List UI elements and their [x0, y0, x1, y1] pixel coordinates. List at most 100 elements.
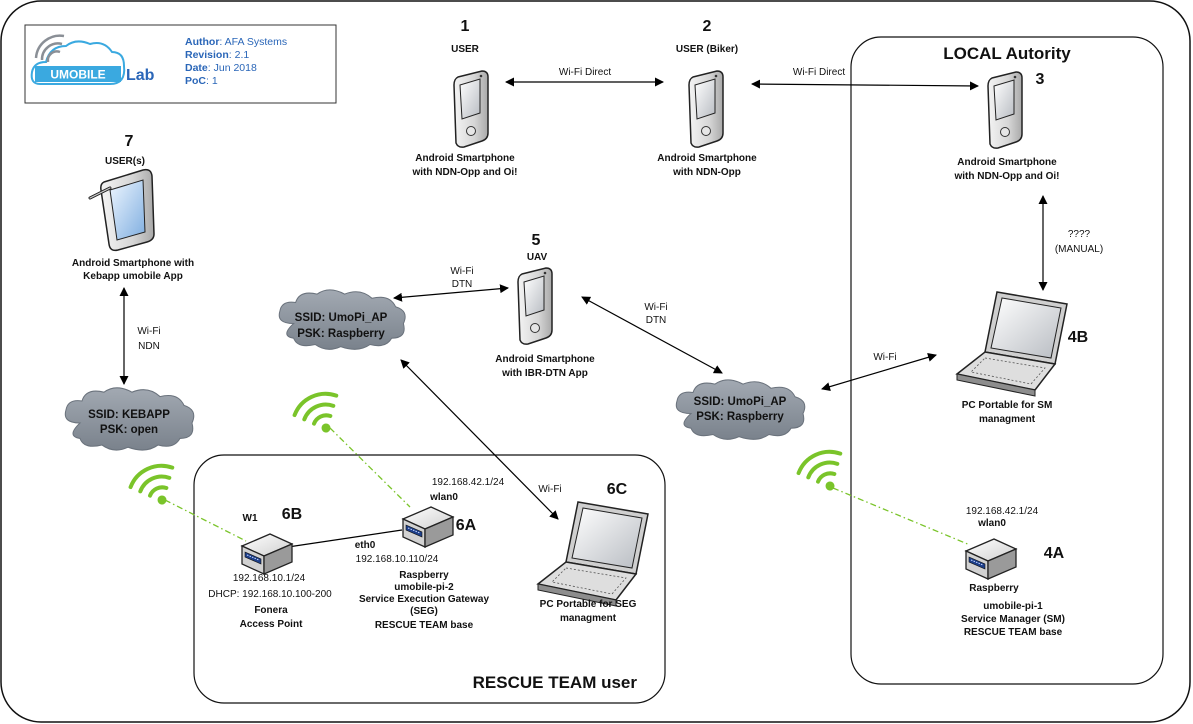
- node-6a-desc-4: (SEG): [410, 606, 438, 617]
- link-4b-cloud: [821, 352, 937, 392]
- node-7-number: 7: [125, 133, 134, 150]
- cloud-kebapp: SSID: KEBAPP PSK: open: [64, 387, 195, 451]
- node-1-number: 1: [461, 18, 470, 35]
- node-4b: 4B PC Portable for SM managment: [956, 291, 1088, 425]
- cloud-icon: [675, 379, 806, 440]
- node-4b-number: 4B: [1068, 329, 1088, 346]
- link-cloud-6c: [400, 359, 559, 520]
- node-6b-tag: W1: [243, 513, 258, 524]
- link-5-right-cloud: [581, 296, 723, 374]
- node-4a-desc-1: Raspberry: [969, 583, 1019, 594]
- node-4a-desc-2: umobile-pi-1: [983, 601, 1043, 612]
- cloud-umopi-left: SSID: UmoPi_AP PSK: Raspberry: [278, 289, 406, 350]
- date-line: Date: Jun 2018: [185, 62, 257, 74]
- smartphone-icon: [987, 71, 1023, 149]
- node-6a: 192.168.42.1/24 wlan0 6A eth0 192.168.10…: [355, 477, 505, 631]
- revision-line: Revision: 2.1: [185, 49, 249, 61]
- node-1-desc-2: with NDN-Opp and Oi!: [412, 167, 518, 178]
- node-4b-desc-2: managment: [979, 414, 1036, 425]
- node-3-number: 3: [1036, 71, 1045, 88]
- node-4a: 192.168.42.1/24 wlan0 4A Raspberry umobi…: [961, 506, 1065, 638]
- link-5-right-label-1: Wi-Fi: [644, 302, 667, 313]
- node-7-role: USER(s): [105, 156, 145, 167]
- node-6c-desc-2: managment: [560, 613, 617, 624]
- node-6c-number: 6C: [607, 481, 628, 498]
- smartphone-icon: [688, 70, 724, 148]
- node-6b-desc-2: Access Point: [240, 619, 303, 630]
- node-6a-desc-2: umobile-pi-2: [394, 582, 454, 593]
- node-5-desc-2: with IBR-DTN App: [501, 368, 588, 379]
- tablet-icon: [88, 168, 155, 252]
- node-6a-iface-wlan: wlan0: [429, 492, 458, 503]
- link-4b-cloud-label: Wi-Fi: [873, 352, 896, 363]
- link-7-label-1: Wi-Fi: [137, 326, 160, 337]
- node-6a-desc-3: Service Execution Gateway: [359, 594, 490, 605]
- node-5-desc-1: Android Smartphone: [495, 354, 595, 365]
- cloud-umopi-right-ssid: SSID: UmoPi_AP: [694, 396, 787, 408]
- link-1-2-label: Wi-Fi Direct: [559, 67, 611, 78]
- node-3-desc-1: Android Smartphone: [957, 157, 1057, 168]
- link-3-4b-label-2: (MANUAL): [1055, 244, 1103, 255]
- node-4b-desc-1: PC Portable for SM: [962, 400, 1053, 411]
- node-2-desc-2: with NDN-Opp: [672, 167, 741, 178]
- node-6b-ip: 192.168.10.1/24: [233, 573, 306, 584]
- node-6b: W1 6B 192.168.10.1/24 DHCP: 192.168.10.1…: [208, 506, 332, 630]
- node-6a-ip-wlan: 192.168.42.1/24: [432, 477, 505, 488]
- node-4a-desc-4: RESCUE TEAM base: [964, 627, 1063, 638]
- node-5-number: 5: [532, 232, 541, 249]
- logo-lab: Lab: [126, 67, 155, 84]
- node-5: 5 UAV Android Smartphone with IBR-DTN Ap…: [495, 232, 595, 379]
- node-7-desc-2: Kebapp umobile App: [83, 271, 183, 282]
- wifi-link-6a: [329, 427, 411, 508]
- cloud-umopi-right-psk: PSK: Raspberry: [696, 411, 784, 423]
- cloud-umopi-left-ssid: SSID: UmoPi_AP: [295, 312, 388, 324]
- node-6b-number: 6B: [282, 506, 302, 523]
- node-6a-desc-1: Raspberry: [399, 570, 449, 581]
- node-1: 1 USER Android Smartphone with NDN-Opp a…: [412, 18, 518, 178]
- node-7: 7 USER(s) Android Smartphone with Kebapp…: [72, 133, 194, 282]
- wifi-link-6b: [164, 499, 247, 542]
- node-6b-desc-1: Fonera: [254, 605, 288, 616]
- node-6a-desc-5: RESCUE TEAM base: [375, 620, 474, 631]
- link-2-3-label: Wi-Fi Direct: [793, 67, 845, 78]
- link-3-4b-label-1: ????: [1068, 229, 1091, 240]
- node-3: 3 Android Smartphone with NDN-Opp and Oi…: [954, 71, 1060, 182]
- link-5-left-label-1: Wi-Fi: [450, 266, 473, 277]
- node-2-number: 2: [703, 18, 712, 35]
- cloud-umopi-right: SSID: UmoPi_AP PSK: Raspberry: [675, 379, 806, 440]
- link-2-3: [751, 79, 979, 91]
- node-6b-dhcp: DHCP: 192.168.10.100-200: [208, 589, 332, 600]
- node-2-role: USER (Biker): [676, 44, 738, 55]
- node-1-desc-1: Android Smartphone: [415, 153, 515, 164]
- node-1-role: USER: [451, 44, 480, 55]
- link-6b-6a-ethernet: [287, 529, 403, 548]
- smartphone-icon: [453, 70, 489, 148]
- link-5-left-cloud: [393, 284, 509, 302]
- cloud-kebapp-psk: PSK: open: [100, 424, 158, 436]
- local-authority-title: LOCAL Autority: [943, 44, 1071, 63]
- node-2-desc-1: Android Smartphone: [657, 153, 757, 164]
- link-5-left-label-2: DTN: [452, 279, 473, 290]
- node-6a-iface-eth: eth0: [355, 540, 376, 551]
- smartphone-icon: [517, 267, 553, 345]
- node-2: 2 USER (Biker) Android Smartphone with N…: [657, 18, 757, 178]
- link-7-label-2: NDN: [138, 341, 160, 352]
- node-4a-desc-3: Service Manager (SM): [961, 614, 1065, 625]
- link-cloud-6c-label: Wi-Fi: [538, 484, 561, 495]
- node-7-desc-1: Android Smartphone with: [72, 258, 194, 269]
- node-5-role: UAV: [527, 252, 548, 263]
- umobile-logo: UMOBILE Lab: [30, 34, 155, 85]
- logo-text: UMOBILE: [50, 68, 105, 82]
- node-4a-ip: 192.168.42.1/24: [966, 506, 1039, 517]
- connections: Wi-Fi Direct Wi-Fi Direct ???? (MANUAL) …: [119, 67, 1103, 548]
- wifi-link-4a: [832, 487, 971, 546]
- author-line: Author: AFA Systems: [185, 36, 287, 48]
- cloud-kebapp-ssid: SSID: KEBAPP: [88, 409, 170, 421]
- header-box: UMOBILE Lab Author: AFA Systems Revision…: [24, 24, 337, 104]
- node-6a-number: 6A: [456, 517, 477, 534]
- rescue-team-title: RESCUE TEAM user: [473, 673, 638, 692]
- node-6a-ip-eth: 192.168.10.110/24: [356, 554, 439, 565]
- node-4a-number: 4A: [1044, 545, 1065, 562]
- node-6c-desc-1: PC Portable for SEG: [540, 599, 637, 610]
